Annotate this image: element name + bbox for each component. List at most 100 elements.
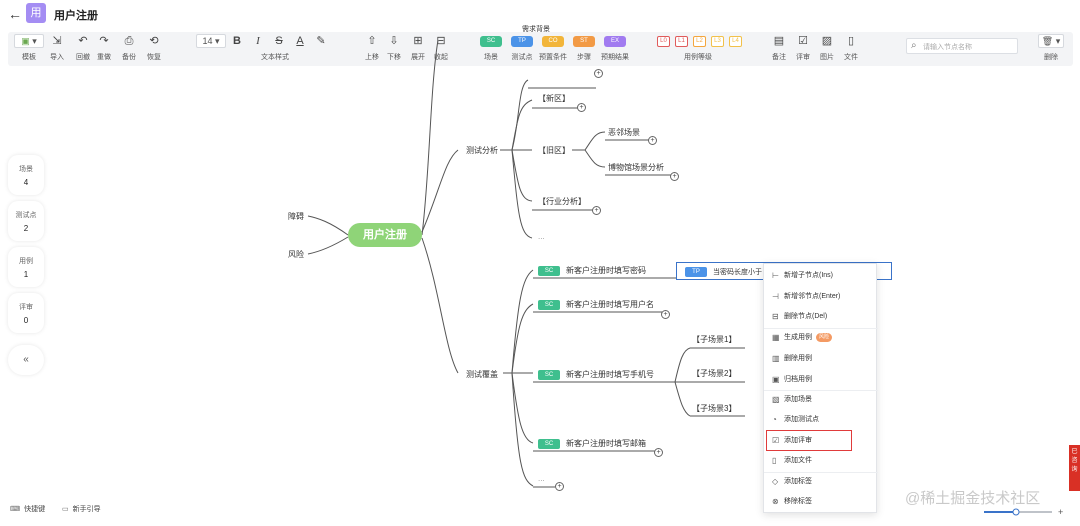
expand-node-icon[interactable]: + xyxy=(661,310,670,319)
expand-node-icon[interactable]: + xyxy=(577,103,586,112)
stat-review[interactable]: 评审 0 xyxy=(8,293,44,333)
file-icon[interactable]: ▯ xyxy=(847,35,855,47)
scene-tag: SC xyxy=(538,438,560,449)
font-color-button[interactable]: A xyxy=(296,35,304,47)
node-risk[interactable]: 风险 xyxy=(288,250,304,259)
file-label: 文件 xyxy=(844,54,858,61)
menu-remove-tag[interactable]: ⊗移除标签 xyxy=(764,493,878,511)
menu-delete-case[interactable]: ▥删除用例 xyxy=(764,350,878,368)
node-subscene-3[interactable]: 【子场景3】 xyxy=(692,404,737,413)
expand-icon[interactable]: ⊞ xyxy=(413,35,423,47)
menu-add-file[interactable]: ▯添加文件 xyxy=(764,452,878,470)
node-subscene-1[interactable]: 【子场景1】 xyxy=(692,335,737,344)
font-size-select[interactable]: 14 ▾ xyxy=(196,34,226,48)
node-top-cut[interactable]: 需求背景 xyxy=(522,26,550,33)
node-test-analysis[interactable]: 测试分析 xyxy=(466,146,498,155)
menu-archive-case[interactable]: ▣归档用例 xyxy=(764,371,878,389)
type-ex-button[interactable]: EX xyxy=(604,36,626,47)
node-old-area[interactable]: 【旧区】 xyxy=(538,146,570,155)
connector-root-top xyxy=(421,39,439,236)
stat-testpoint[interactable]: 测试点 2 xyxy=(8,201,44,241)
type-st-button[interactable]: ST xyxy=(573,36,595,47)
book-icon: ▭ xyxy=(62,506,69,513)
strikethrough-button[interactable]: S xyxy=(275,35,283,47)
bold-button[interactable]: B xyxy=(233,35,241,47)
delete-node-icon: ⊟ xyxy=(772,312,779,321)
menu-add-scene[interactable]: ▧添加场景 xyxy=(764,391,878,409)
menu-add-tag[interactable]: ◇添加标签 xyxy=(764,473,878,491)
expand-node-icon[interactable]: + xyxy=(594,69,603,78)
zoom-control[interactable]: + xyxy=(912,506,1072,518)
note-label: 备注 xyxy=(772,54,786,61)
stat-scene[interactable]: 场景 4 xyxy=(8,155,44,195)
redo-icon[interactable]: ↷ xyxy=(99,35,109,47)
import-icon[interactable]: ⇲ xyxy=(52,35,62,47)
move-up-icon[interactable]: ⇧ xyxy=(367,35,377,47)
node-new-area[interactable]: 【新区】 xyxy=(538,94,570,103)
image-icon[interactable]: ▨ xyxy=(821,35,833,47)
priority-l4-button[interactable]: L4 xyxy=(729,36,742,47)
type-tp-button[interactable]: TP xyxy=(511,36,533,47)
review-icon[interactable]: ☑ xyxy=(798,35,808,47)
node-analysis-more[interactable]: ... xyxy=(538,232,545,241)
restore-icon[interactable]: ⟲ xyxy=(149,35,159,47)
scene-tag: SC xyxy=(538,369,560,380)
menu-add-review[interactable]: ☑添加评审 xyxy=(764,432,878,450)
node-museum-scene[interactable]: 博物馆场景分析 xyxy=(608,163,664,172)
root-node[interactable]: 用户注册 xyxy=(348,223,422,247)
undo-icon[interactable]: ↶ xyxy=(78,35,88,47)
menu-generate-case[interactable]: ▦生成用例风险 xyxy=(764,329,878,347)
highlight-icon[interactable]: ✎ xyxy=(316,35,326,47)
menu-item-label: 删除节点(Del) xyxy=(784,313,828,320)
stat-value: 2 xyxy=(23,224,29,233)
menu-divider xyxy=(764,328,878,329)
menu-delete-node[interactable]: ⊟ 删除节点(Del) xyxy=(764,308,878,326)
priority-l1-button[interactable]: L1 xyxy=(675,36,688,47)
backup-icon[interactable]: ⎙ xyxy=(124,35,134,47)
menu-item-label: 添加文件 xyxy=(784,457,812,464)
top-bar: ← 用 用户注册 xyxy=(0,0,1080,30)
guide-button[interactable]: ▭新手引导 xyxy=(62,502,101,518)
connector-root-analysis xyxy=(421,149,459,233)
expand-node-icon[interactable]: + xyxy=(592,206,601,215)
node-obstacle[interactable]: 障碍 xyxy=(288,212,304,221)
expand-label: 展开 xyxy=(411,54,425,61)
collapse-icon[interactable]: ⊟ xyxy=(436,35,446,47)
note-icon[interactable]: ▤ xyxy=(773,35,785,47)
node-industry-analysis[interactable]: 【行业分析】 xyxy=(538,197,586,206)
priority-l2-button[interactable]: L2 xyxy=(693,36,706,47)
expand-node-icon[interactable]: + xyxy=(648,136,657,145)
priority-l3-button[interactable]: L3 xyxy=(711,36,724,47)
side-badge[interactable]: 已咨询 xyxy=(1069,445,1080,491)
move-down-icon[interactable]: ⇩ xyxy=(389,35,399,47)
node-test-coverage[interactable]: 测试覆盖 xyxy=(466,370,498,379)
expand-node-icon[interactable]: + xyxy=(654,448,663,457)
collapse-panel-button[interactable]: « xyxy=(8,345,44,375)
search-input[interactable]: ⌕ 请输入节点名称 xyxy=(906,38,1018,54)
stat-case[interactable]: 用例 1 xyxy=(8,247,44,287)
template-button[interactable]: ▣ ▾ xyxy=(14,34,44,48)
menu-add-testpoint[interactable]: ◔添加测试点 xyxy=(764,411,878,429)
type-sc-button[interactable]: SC xyxy=(480,36,502,47)
editing-node-text[interactable]: 当密码长度小于 xyxy=(713,269,762,276)
menu-add-child[interactable]: ⊢新增子节点(Ins) xyxy=(764,267,878,285)
add-review-icon: ☑ xyxy=(772,436,780,445)
node-neighbor-scene[interactable]: 恶邻场景 xyxy=(608,128,640,137)
expand-node-icon[interactable]: + xyxy=(555,482,564,491)
menu-add-sibling[interactable]: ⊣新增邻节点(Enter) xyxy=(764,288,878,306)
zoom-in-icon: + xyxy=(1058,507,1063,517)
node-coverage-more[interactable]: ... xyxy=(538,474,545,483)
node-subscene-2[interactable]: 【子场景2】 xyxy=(692,369,737,378)
expand-node-icon[interactable]: + xyxy=(670,172,679,181)
italic-button[interactable]: I xyxy=(256,35,260,47)
shortcuts-button[interactable]: ⌨快捷键 xyxy=(10,502,45,518)
arrow-left-icon[interactable]: ← xyxy=(8,6,22,22)
type-co-button[interactable]: CO xyxy=(542,36,564,47)
priority-l0-button[interactable]: L0 xyxy=(657,36,670,47)
template-icon: ▣ xyxy=(21,36,30,46)
delete-button[interactable]: 🗑 ▾ xyxy=(1038,34,1064,48)
